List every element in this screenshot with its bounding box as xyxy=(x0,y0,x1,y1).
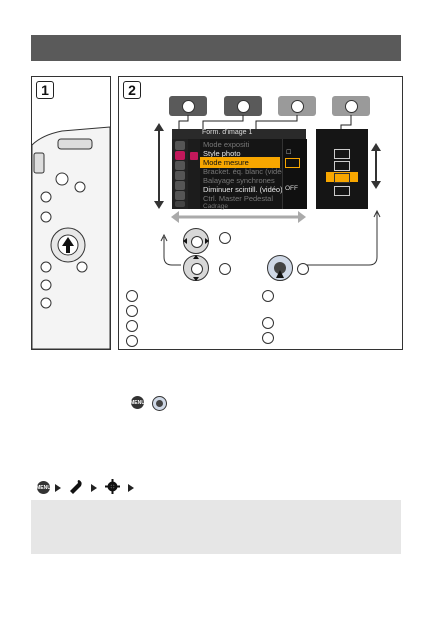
joystick-icon xyxy=(152,396,167,411)
arrow-right-icon xyxy=(55,484,61,492)
arrow-right-icon xyxy=(128,484,134,492)
option-selected[interactable] xyxy=(326,172,358,182)
menu-item[interactable]: Bracket. éq. blanc (vidéo) xyxy=(203,167,289,176)
menu-set-button-icon[interactable] xyxy=(267,255,293,281)
camera-back-illustration xyxy=(32,126,110,349)
setup-tab-icon xyxy=(175,171,185,180)
step-1-panel: 1 xyxy=(31,76,111,350)
menu-item[interactable]: Cadrage xyxy=(203,203,228,210)
callout-circle xyxy=(219,232,231,244)
menu-item[interactable]: Mode expositi xyxy=(203,140,250,149)
menu-set-icon: MENU xyxy=(36,481,51,494)
legend-marker xyxy=(126,290,138,302)
tab-label-d xyxy=(332,96,370,116)
option-icon-2[interactable] xyxy=(334,161,350,171)
callout-circle xyxy=(345,100,358,113)
value-icon-a: ☐ xyxy=(286,150,292,156)
tab-connector-lines xyxy=(178,115,352,129)
menu-item-selected[interactable]: Mode mesure xyxy=(200,157,280,168)
callout-circle xyxy=(291,100,304,113)
page-indicator-icon xyxy=(190,152,198,160)
menu-side-icon xyxy=(175,201,185,207)
legend-marker xyxy=(262,332,274,344)
tab-label-c xyxy=(278,96,316,116)
menu-item[interactable]: Ctrl. Master Pedestal xyxy=(203,194,274,203)
playback-tab-icon xyxy=(175,191,185,200)
menu-title: Form. d'image 1 xyxy=(202,129,253,136)
custom-tab-icon xyxy=(175,161,185,170)
option-popup xyxy=(316,129,368,209)
legend-marker xyxy=(262,317,274,329)
vertical-scroll-arrow xyxy=(154,123,164,209)
section-header-bar xyxy=(31,35,401,61)
horizontal-scroll-arrow xyxy=(171,211,306,223)
menu-item[interactable]: Diminuer scintill. (vidéo) xyxy=(203,185,283,194)
callout-circle xyxy=(219,263,231,275)
option-icon-3 xyxy=(334,173,350,183)
camera-tab-icon xyxy=(175,141,185,150)
menu-set-icon: MENU xyxy=(130,396,145,409)
tab-label-a xyxy=(169,96,207,116)
legend-marker xyxy=(126,320,138,332)
arrow-right-icon xyxy=(91,484,97,492)
mymenu-tab-icon xyxy=(175,181,185,190)
callout-circle xyxy=(237,100,250,113)
legend-marker xyxy=(126,305,138,317)
camera-menu-screen: Form. d'image 1 Mode expositi Style phot… xyxy=(172,129,307,210)
step-2-number: 2 xyxy=(123,81,141,99)
option-scroll-arrow xyxy=(371,143,381,189)
dial-left-right-icon[interactable] xyxy=(183,228,209,254)
video-tab-icon xyxy=(175,151,185,160)
step-2-panel: 2 Form. d'image 1 xyxy=(118,76,403,350)
note-box xyxy=(31,500,401,554)
step-1-number: 1 xyxy=(36,81,54,99)
tab-label-b xyxy=(224,96,262,116)
wrench-icon xyxy=(70,480,82,494)
callout-circle xyxy=(182,100,195,113)
callout-circle xyxy=(297,263,309,275)
option-icon-1[interactable] xyxy=(334,149,350,159)
option-icon-4[interactable] xyxy=(334,186,350,196)
dial-up-down-icon[interactable] xyxy=(183,255,209,281)
menu-item[interactable]: Balayage synchrones xyxy=(203,176,275,185)
value-icon-selected xyxy=(285,158,300,168)
legend-marker xyxy=(126,335,138,347)
gear-icon xyxy=(105,479,120,494)
value-text: OFF xyxy=(285,185,298,192)
legend-marker xyxy=(262,290,274,302)
menu-item[interactable]: Style photo xyxy=(203,149,241,158)
flow-connector-lines xyxy=(160,209,381,266)
